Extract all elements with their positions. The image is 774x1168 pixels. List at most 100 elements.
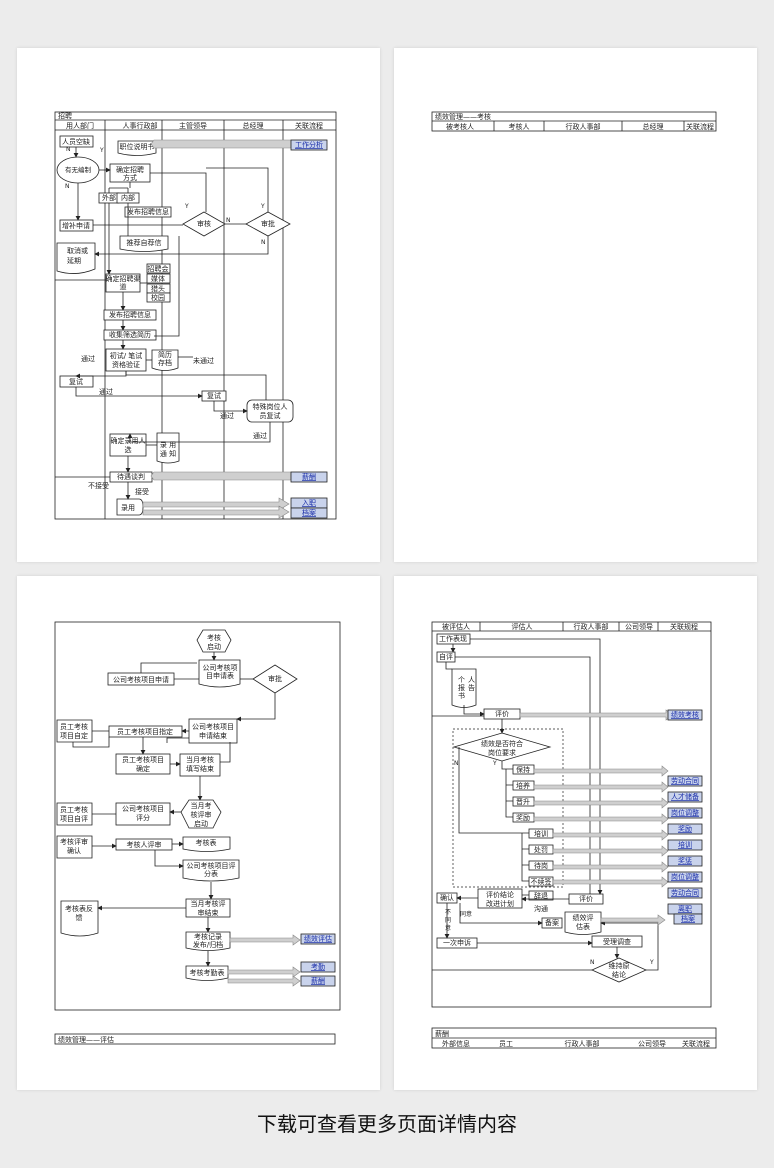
link-salary[interactable] [290,471,328,483]
svg-text:绩效评: 绩效评 [573,913,594,922]
svg-text:行政人事部: 行政人事部 [566,122,601,131]
svg-text:员工考核: 员工考核 [60,805,88,814]
flow-node [103,309,157,321]
svg-text:公司考核项目: 公司考核项目 [122,804,164,813]
flow-node [564,911,602,935]
assessment-header: 绩效管理——考核 被考核人 考核人 行政人事部 总经理 关联流程 [431,111,717,132]
download-hint: 下载可查看更多页面详情内容 [257,1112,517,1136]
svg-text:取消或: 取消或 [67,246,88,255]
svg-text:同意: 同意 [460,910,472,918]
svg-text:档案[interactable]: 档案 [681,914,695,923]
svg-text:延期: 延期 [67,256,81,265]
chart-title: 绩效管理——评估 [58,1035,114,1044]
svg-text:项目自评: 项目自评 [60,814,88,823]
svg-text:评价结论: 评价结论 [486,890,514,899]
svg-text:审批: 审批 [268,674,282,683]
frame [431,621,712,1008]
svg-text:岗位调整: 岗位调整 [671,808,699,817]
review-diamond [182,211,226,237]
svg-text:员工考核项目: 员工考核项目 [122,755,164,764]
svg-text:评价: 评价 [495,710,509,718]
svg-text:报: 报 [458,683,465,692]
svg-text:工作分析[interactable]: 工作分析 [295,140,323,149]
link-archive[interactable] [673,913,703,925]
svg-text:审结束: 审结束 [198,908,219,917]
svg-text:Y: Y [492,760,497,767]
chart-title: 招聘 [58,111,72,120]
svg-text:考勤[interactable]: 考勤 [311,962,325,971]
svg-text:当月考: 当月考 [191,801,212,810]
link-performance-check[interactable] [667,709,703,721]
svg-text:当月考核评: 当月考核评 [191,899,226,908]
svg-text:确定: 确定 [136,764,150,773]
svg-text:项目自定: 项目自定 [60,731,88,740]
svg-text:档案[interactable]: 档案 [302,508,316,517]
svg-text:启动: 启动 [194,819,208,828]
svg-text:校园: 校园 [151,293,165,302]
svg-text:Y: Y [649,959,654,966]
flow-node [117,140,157,156]
flow-node [185,965,229,981]
svg-text:媒体: 媒体 [151,274,165,283]
svg-text:培训: 培训 [534,829,548,838]
svg-text:保持: 保持 [516,765,530,774]
svg-text:自评: 自评 [439,652,453,661]
svg-text:公司领导: 公司领导 [625,622,653,631]
svg-text:评估人: 评估人 [512,622,533,631]
svg-text:离职: 离职 [678,904,692,913]
link-work-analysis[interactable] [290,139,328,151]
flow-node [119,235,169,252]
svg-text:绩效评估[interactable]: 绩效评估 [304,934,332,943]
svg-text:确定招聘: 确定招聘 [116,165,144,174]
svg-text:人员空缺: 人员空缺 [62,137,90,146]
col-header: 用人部门 [66,121,94,130]
chart-title: 绩效管理——考核 [435,112,491,121]
svg-text:备案: 备案 [545,918,559,927]
svg-text:岗位调整: 岗位调整 [671,872,699,881]
svg-text:公司考核项: 公司考核项 [203,663,238,672]
svg-text:薪酬[interactable]: 薪酬 [311,976,325,985]
svg-text:劳动合同: 劳动合同 [671,888,699,897]
svg-text:考核人: 考核人 [509,122,530,131]
svg-text:目申请表: 目申请表 [206,671,234,680]
svg-text:奖励: 奖励 [678,824,692,833]
svg-text:未通过: 未通过 [193,356,214,365]
flow-node [56,242,96,274]
svg-text:入职[interactable]: 入职 [302,499,316,507]
link-archive[interactable] [290,507,328,519]
svg-text:公司考核项目评: 公司考核项目评 [187,861,236,870]
svg-text:招聘会: 招聘会 [148,264,169,273]
svg-text:辞退: 辞退 [534,891,548,900]
svg-text:有无编制: 有无编制 [65,165,92,174]
flow-node [156,432,180,464]
evaluation-flowchart: 绩效管理——评估 考核 启动 公司考核项目申请 公司考核项 目申请表 审批 员工… [54,621,341,1045]
svg-text:结论: 结论 [612,970,626,979]
link-performance-eval[interactable] [300,933,336,945]
link-attendance[interactable] [300,961,336,973]
flow-node [182,836,231,852]
svg-text:N: N [66,146,71,153]
svg-text:存档: 存档 [158,358,172,367]
page-recruitment: 招聘 用人部门 人事行政部 主管领导 总经理 关联流程 人员空缺 有无编制 增补… [17,48,380,562]
svg-text:N: N [261,239,266,246]
svg-text:培训: 培训 [678,840,692,849]
svg-text:行政人事部: 行政人事部 [574,622,609,631]
svg-text:选: 选 [125,445,132,454]
svg-text:考核考勤表: 考核考勤表 [190,968,225,977]
svg-text:不: 不 [445,909,451,916]
svg-text:确定招聘渠: 确定招聘渠 [106,274,141,283]
svg-text:考核记录: 考核记录 [194,932,222,941]
flow-node [196,629,232,653]
flow-node [124,206,172,218]
svg-text:确认: 确认 [440,893,454,902]
page-performance-review: 被评估人 评估人 行政人事部 公司领导 关联规程 工作表现 自评 个 报 书 人… [394,576,757,1090]
svg-text:绩效考核[interactable]: 绩效考核 [671,710,699,719]
svg-text:Y: Y [184,203,189,210]
svg-text:考核评审: 考核评审 [60,837,88,846]
svg-text:同: 同 [445,917,451,924]
recruitment-flowchart: 招聘 用人部门 人事行政部 主管领导 总经理 关联流程 人员空缺 有无编制 增补… [54,111,337,520]
link-salary[interactable] [300,975,336,987]
svg-text:薪酬[interactable]: 薪酬 [302,472,316,481]
svg-text:简历: 简历 [158,350,172,359]
svg-text:维持原: 维持原 [609,961,630,970]
